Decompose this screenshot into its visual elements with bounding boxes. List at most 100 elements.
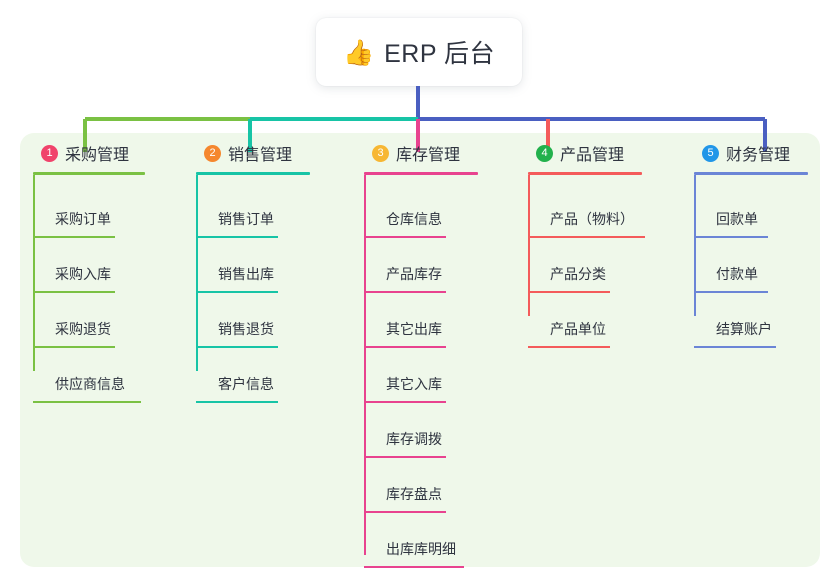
leaf-item-label: 采购入库 [55, 266, 111, 282]
column-header-rule [364, 172, 478, 175]
column-number-badge: 4 [536, 144, 553, 162]
leaf-item-label: 库存调拨 [386, 431, 442, 447]
column-header-rule [33, 172, 145, 175]
leaf-item-rule [196, 236, 278, 238]
column-number-badge: 3 [372, 144, 389, 162]
column-header-finance-management[interactable]: 5 财务管理 [694, 140, 808, 166]
column-number-badge: 2 [204, 144, 221, 162]
leaf-item-rule [364, 456, 446, 458]
leaf-item-rule [196, 291, 278, 293]
leaf-item-label: 产品单位 [550, 321, 606, 337]
leaf-item[interactable]: 其它出库 [364, 293, 478, 348]
leaf-item-rule [196, 346, 278, 348]
leaf-item[interactable]: 仓库信息 [364, 183, 478, 238]
leaf-item[interactable]: 客户信息 [196, 348, 310, 403]
leaf-item-rule [694, 346, 776, 348]
column-header-product-management[interactable]: 4 产品管理 [528, 140, 642, 166]
leaf-item[interactable]: 产品单位 [528, 293, 642, 348]
leaf-item-rule [528, 346, 610, 348]
leaf-list: 仓库信息产品库存其它出库其它入库库存调拨库存盘点出库库明细 [364, 175, 478, 568]
leaf-item[interactable]: 供应商信息 [33, 348, 145, 403]
leaf-item-label: 结算账户 [716, 321, 772, 337]
column-title: 采购管理 [65, 147, 130, 164]
leaf-item[interactable]: 库存盘点 [364, 458, 478, 513]
column-title: 销售管理 [228, 147, 293, 164]
leaf-item[interactable]: 出库库明细 [364, 513, 478, 568]
leaf-item-rule [364, 346, 446, 348]
column-spine [364, 175, 366, 555]
leaf-item-label: 出库库明细 [386, 541, 456, 557]
leaf-item[interactable]: 其它入库 [364, 348, 478, 403]
column-header-rule [694, 172, 808, 175]
leaf-item-rule [33, 346, 115, 348]
leaf-list: 销售订单销售出库销售退货客户信息 [196, 175, 310, 403]
column-spine [33, 175, 35, 371]
column-spine [196, 175, 198, 371]
leaf-item-rule [528, 236, 645, 238]
column-product-management: 4 产品管理产品（物料） 产品分类产品单位 [528, 140, 645, 348]
column-title: 财务管理 [726, 147, 791, 164]
leaf-item[interactable]: 付款单 [694, 238, 808, 293]
leaf-item[interactable]: 结算账户 [694, 293, 808, 348]
leaf-item-label: 其它入库 [386, 376, 442, 392]
root-node-title: ERP 后台 [384, 40, 496, 68]
column-inventory-management: 3 库存管理仓库信息产品库存其它出库其它入库库存调拨库存盘点出库库明细 [364, 140, 478, 568]
leaf-item-label: 其它出库 [386, 321, 442, 337]
column-number-badge: 5 [702, 144, 719, 162]
column-header-purchase-management[interactable]: 1 采购管理 [33, 140, 145, 166]
leaf-item[interactable]: 产品库存 [364, 238, 478, 293]
column-title: 产品管理 [560, 147, 625, 164]
column-spine [528, 175, 530, 316]
leaf-item-label: 销售出库 [218, 266, 274, 282]
leaf-item-label: 回款单 [716, 211, 758, 227]
leaf-item[interactable]: 回款单 [694, 183, 808, 238]
leaf-item-label: 付款单 [716, 266, 758, 282]
column-header-rule [528, 172, 642, 175]
leaf-item-rule [364, 401, 446, 403]
leaf-item-rule [694, 236, 768, 238]
leaf-item-rule [364, 566, 464, 568]
leaf-item-rule [528, 291, 610, 293]
leaf-item-rule [33, 236, 115, 238]
leaf-list: 回款单付款单结算账户 [694, 175, 808, 348]
leaf-item-label: 仓库信息 [386, 211, 442, 227]
leaf-item-label: 客户信息 [218, 376, 274, 392]
leaf-item[interactable]: 销售退货 [196, 293, 310, 348]
leaf-item-label: 销售退货 [218, 321, 274, 337]
leaf-item[interactable]: 销售出库 [196, 238, 310, 293]
leaf-item-label: 采购退货 [55, 321, 111, 337]
leaf-item[interactable]: 采购订单 [33, 183, 145, 238]
leaf-item-rule [364, 236, 446, 238]
leaf-item[interactable]: 销售订单 [196, 183, 310, 238]
column-header-inventory-management[interactable]: 3 库存管理 [364, 140, 478, 166]
leaf-item[interactable]: 采购退货 [33, 293, 145, 348]
leaf-item-label: 产品库存 [386, 266, 442, 282]
leaf-item-rule [694, 291, 768, 293]
leaf-item-label: 销售订单 [218, 211, 274, 227]
leaf-item-label: 供应商信息 [55, 376, 125, 392]
leaf-item-rule [364, 291, 446, 293]
column-number-badge: 1 [41, 144, 58, 162]
column-title: 库存管理 [396, 147, 461, 164]
column-sales-management: 2 销售管理销售订单销售出库销售退货客户信息 [196, 140, 310, 403]
leaf-item-rule [33, 401, 141, 403]
root-node-card[interactable]: 👍 ERP 后台 [316, 18, 522, 86]
leaf-item[interactable]: 产品分类 [528, 238, 642, 293]
column-header-sales-management[interactable]: 2 销售管理 [196, 140, 310, 166]
column-purchase-management: 1 采购管理采购订单采购入库采购退货供应商信息 [33, 140, 145, 403]
leaf-item-label: 采购订单 [55, 211, 111, 227]
leaf-item[interactable]: 产品（物料） [528, 183, 645, 238]
leaf-item[interactable]: 采购入库 [33, 238, 145, 293]
leaf-item-label: 库存盘点 [386, 486, 442, 502]
thumbs-up-icon: 👍 [342, 38, 375, 67]
diagram-panel [20, 133, 820, 567]
column-finance-management: 5 财务管理回款单付款单结算账户 [694, 140, 808, 348]
leaf-list: 产品（物料） 产品分类产品单位 [528, 175, 645, 348]
column-spine [694, 175, 696, 316]
leaf-item[interactable]: 库存调拨 [364, 403, 478, 458]
leaf-item-rule [33, 291, 115, 293]
leaf-item-label: 产品（物料） [550, 211, 634, 227]
leaf-item-rule [364, 511, 446, 513]
column-header-rule [196, 172, 310, 175]
leaf-list: 采购订单采购入库采购退货供应商信息 [33, 175, 145, 403]
